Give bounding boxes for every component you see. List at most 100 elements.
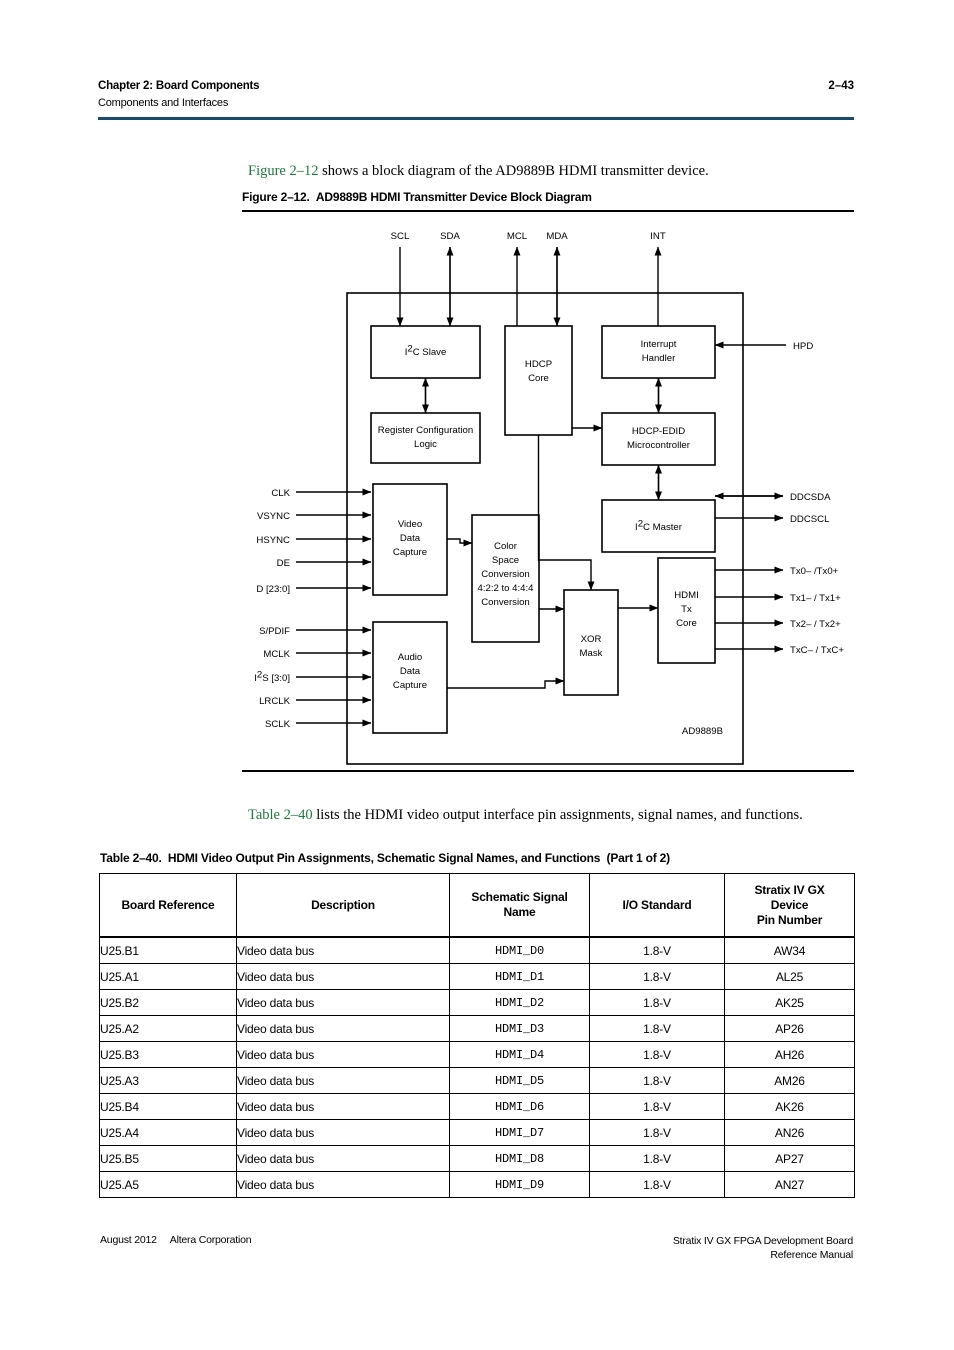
block-label-hdmi-tx-1: HDMI — [674, 590, 699, 601]
cell-board-reference: U25.B5 — [99, 1145, 237, 1172]
pin-label-int: INT — [650, 231, 666, 242]
pin-label-scl: SCL — [391, 231, 410, 242]
cell-io-standard: 1.8-V — [589, 1041, 725, 1068]
table-cross-reference[interactable]: Table 2–40 — [248, 806, 313, 823]
header-subtitle: Components and Interfaces — [98, 97, 229, 109]
cell-description: Video data bus — [236, 989, 450, 1016]
block-label-csc-5: Conversion — [481, 597, 530, 608]
wire-videocap-to-csc — [447, 538, 473, 547]
cell-description: Video data bus — [236, 1171, 450, 1198]
table-row: U25.A4 Video data bus HDMI_D7 1.8-V AN26 — [99, 1119, 855, 1146]
intro-paragraph-text: shows a block diagram of the AD9889B HDM… — [318, 162, 709, 179]
block-audio-data-capture — [372, 621, 448, 734]
table-row: U25.B5 Video data bus HDMI_D8 1.8-V AP27 — [99, 1145, 855, 1172]
figure-cross-reference[interactable]: Figure 2–12 — [248, 162, 319, 179]
block-label-audio-capture-3: Capture — [393, 680, 427, 691]
column-header-device-pin-number: Stratix IV GX Device Pin Number — [724, 873, 855, 938]
table-caption-part: (Part 1 of 2) — [606, 851, 671, 865]
pin-label-spdif: S/PDIF — [259, 626, 290, 637]
cell-description: Video data bus — [236, 1015, 450, 1042]
cell-io-standard: 1.8-V — [589, 936, 725, 964]
device-boundary-ad9889b — [346, 292, 744, 765]
cell-pin-number: AK26 — [724, 1093, 855, 1120]
block-label-csc-3: Conversion — [481, 569, 530, 580]
hdmi-pin-assignment-table: Board Reference Description Schematic Si… — [99, 873, 855, 1198]
block-label-csc-1: Color — [494, 541, 518, 552]
cell-description: Video data bus — [236, 936, 450, 964]
cell-pin-number: AP26 — [724, 1015, 855, 1042]
cell-pin-number: AN27 — [724, 1171, 855, 1198]
block-label-hdmi-tx-2: Tx — [681, 604, 692, 615]
pin-label-tx2: Tx2– / Tx2+ — [790, 619, 841, 630]
block-label-hdmi-tx-3: Core — [676, 618, 697, 629]
cell-board-reference: U25.A5 — [99, 1171, 237, 1198]
cell-io-standard: 1.8-V — [589, 1067, 725, 1094]
cell-io-standard: 1.8-V — [589, 1119, 725, 1146]
cell-io-standard: 1.8-V — [589, 1015, 725, 1042]
device-label-ad9889b: AD9889B — [682, 726, 723, 737]
block-label-audio-capture-1: Audio — [398, 652, 423, 663]
block-label-interrupt-handler-1: Interrupt — [641, 339, 677, 350]
pin-label-vsync: VSYNC — [257, 511, 290, 522]
cell-pin-number: AK25 — [724, 989, 855, 1016]
table-caption: Table 2–40. HDMI Video Output Pin Assign… — [100, 851, 670, 865]
table-row: U25.B2 Video data bus HDMI_D2 1.8-V AK25 — [99, 989, 855, 1016]
block-color-space-conversion — [471, 514, 540, 643]
pin-label-d230: D [23:0] — [256, 584, 290, 595]
cell-signal-name: HDMI_D6 — [449, 1093, 590, 1120]
cell-io-standard: 1.8-V — [589, 963, 725, 990]
cell-board-reference: U25.B1 — [99, 936, 237, 964]
cell-pin-number: AN26 — [724, 1119, 855, 1146]
cell-pin-number: AL25 — [724, 963, 855, 990]
cell-board-reference: U25.B3 — [99, 1041, 237, 1068]
block-label-video-capture-3: Capture — [393, 547, 427, 558]
table-row: U25.B1 Video data bus HDMI_D0 1.8-V AW34 — [99, 936, 855, 964]
block-label-register-config-logic-2: Logic — [414, 439, 437, 450]
pin-label-i2s: I2S [3:0] — [254, 670, 290, 685]
cell-io-standard: 1.8-V — [589, 1145, 725, 1172]
column-header-io-standard: I/O Standard — [589, 873, 725, 938]
pin-label-tx0: Tx0– /Tx0+ — [790, 566, 839, 577]
table-body: U25.B1 Video data bus HDMI_D0 1.8-V AW34… — [99, 936, 855, 1198]
table-row: U25.B4 Video data bus HDMI_D6 1.8-V AK26 — [99, 1093, 855, 1120]
ad9889b-block-diagram: SCL SDA MCL MDA INT AD9889B I2C Slave Re… — [254, 231, 844, 765]
header-rule — [98, 117, 854, 120]
block-label-interrupt-handler-2: Handler — [642, 353, 676, 364]
block-label-video-capture-1: Video — [398, 519, 422, 530]
block-label-xor-mask-1: XOR — [581, 634, 602, 645]
page-header: Chapter 2: Board Components Components a… — [98, 80, 854, 120]
block-interrupt-handler — [601, 325, 716, 379]
block-label-csc-4: 4:2:2 to 4:4:4 — [477, 583, 534, 594]
block-i2c-master — [601, 499, 716, 553]
block-label-hdcp-core-1: HDCP — [525, 359, 552, 370]
block-label-hdcp-edid-1: HDCP-EDID — [632, 426, 685, 437]
cell-board-reference: U25.B2 — [99, 989, 237, 1016]
wire-audiocap-to-xor — [447, 677, 565, 689]
table-row: U25.A1 Video data bus HDMI_D1 1.8-V AL25 — [99, 963, 855, 990]
cell-description: Video data bus — [236, 963, 450, 990]
block-hdcp-edid-microcontroller — [601, 412, 716, 466]
cell-board-reference: U25.A4 — [99, 1119, 237, 1146]
cell-signal-name: HDMI_D5 — [449, 1067, 590, 1094]
pin-label-txc: TxC– / TxC+ — [790, 645, 844, 656]
block-label-hdcp-edid-2: Microcontroller — [627, 440, 691, 451]
table-caption-title: HDMI Video Output Pin Assignments, Schem… — [167, 851, 601, 865]
column-header-description: Description — [236, 873, 450, 938]
pin-label-lrclk: LRCLK — [259, 696, 291, 707]
cell-description: Video data bus — [236, 1067, 450, 1094]
block-label-video-capture-2: Data — [400, 533, 421, 544]
table-intro-text: lists the HDMI video output interface pi… — [312, 806, 803, 823]
pin-label-mda: MDA — [546, 231, 568, 242]
cell-pin-number: AP27 — [724, 1145, 855, 1172]
cell-description: Video data bus — [236, 1041, 450, 1068]
footer-doc-title-line1: Stratix IV GX FPGA Development Board — [672, 1235, 853, 1247]
cell-board-reference: U25.B4 — [99, 1093, 237, 1120]
wire-hdcpcore-to-xor — [537, 435, 595, 591]
cell-board-reference: U25.A1 — [99, 963, 237, 990]
pin-label-de: DE — [277, 558, 290, 569]
cell-io-standard: 1.8-V — [589, 989, 725, 1016]
intro-paragraph: Figure 2–12 shows a block diagram of the… — [248, 161, 854, 181]
cell-signal-name: HDMI_D4 — [449, 1041, 590, 1068]
pin-label-ddcsda: DDCSDA — [790, 492, 831, 503]
